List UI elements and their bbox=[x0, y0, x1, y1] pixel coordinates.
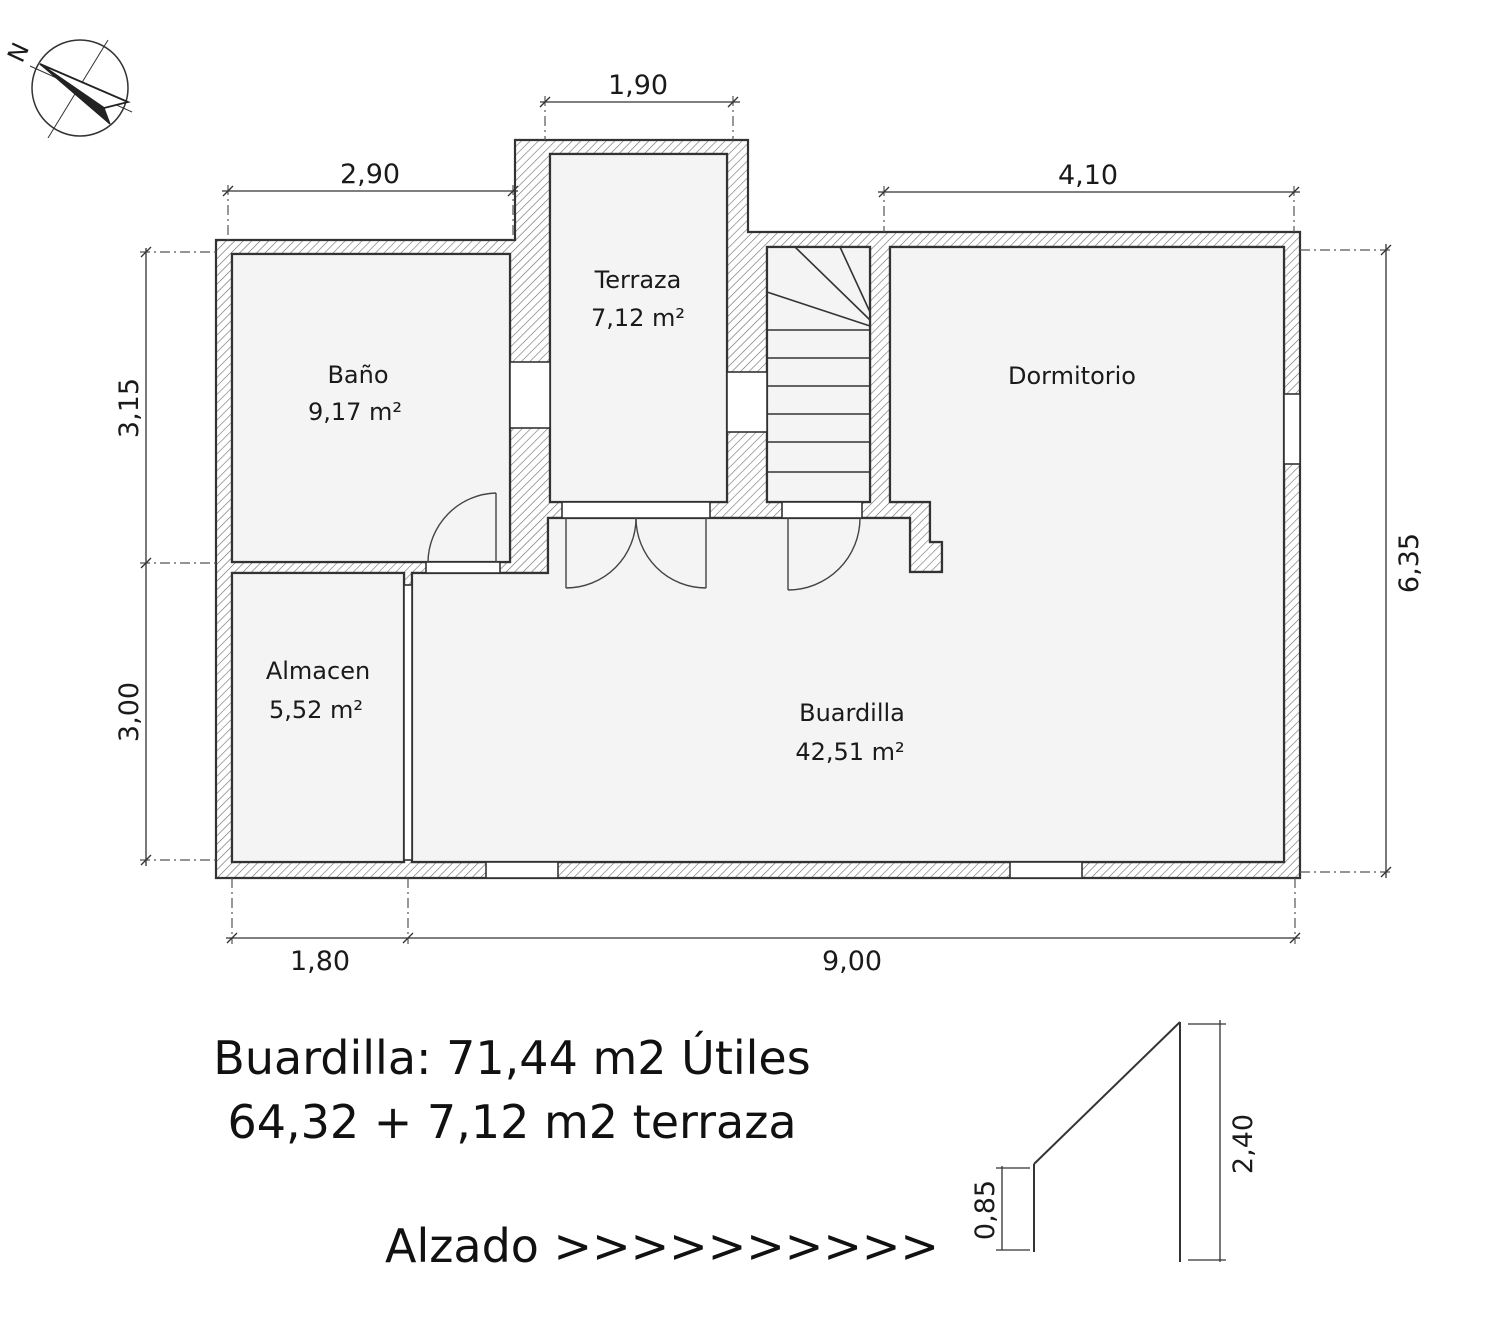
dimension-label: 3,00 bbox=[114, 682, 145, 742]
bano-room bbox=[230, 252, 512, 564]
dormitorio-name: Dormitorio bbox=[1008, 362, 1136, 390]
north-label: N bbox=[2, 38, 35, 66]
dimension-label: 1,80 bbox=[290, 946, 350, 977]
dimension-right: 6,35 bbox=[1300, 244, 1425, 878]
dimension-left: 3,15 3,00 bbox=[114, 246, 216, 866]
dimension-label: 2,90 bbox=[340, 159, 400, 190]
window-opening bbox=[485, 861, 559, 879]
terraza-area: 7,12 m² bbox=[591, 304, 685, 332]
window-opening bbox=[509, 361, 551, 429]
summary-line-2: 64,32 + 7,12 m2 terraza bbox=[227, 1095, 796, 1149]
elevation-profile: 0,85 2,40 bbox=[970, 1020, 1259, 1262]
north-arrow-icon: N bbox=[2, 38, 133, 139]
staircase bbox=[766, 246, 871, 473]
almacen-name: Almacen bbox=[266, 657, 370, 685]
bano-name: Baño bbox=[327, 361, 388, 389]
dimension-label: 3,15 bbox=[114, 378, 145, 438]
partition-wall bbox=[403, 584, 413, 861]
window-opening bbox=[726, 371, 768, 433]
summary-line-1: Buardilla: 71,44 m2 Útiles bbox=[213, 1031, 810, 1085]
window-opening bbox=[1009, 861, 1083, 879]
dimension-label: 6,35 bbox=[1394, 533, 1425, 593]
almacen-area: 5,52 m² bbox=[269, 696, 363, 724]
dimension-bottom: 1,80 9,00 bbox=[226, 878, 1301, 977]
door-bano bbox=[425, 492, 501, 574]
buardilla-name: Buardilla bbox=[799, 699, 905, 727]
buardilla-area: 42,51 m² bbox=[795, 738, 904, 766]
dimension-top-terraza: 1,90 bbox=[539, 70, 740, 140]
dimension-top-dormitorio: 4,10 bbox=[878, 160, 1300, 232]
terraza-room bbox=[548, 152, 729, 504]
door-stair bbox=[781, 501, 863, 591]
dimension-label: 4,10 bbox=[1058, 160, 1118, 191]
elevation-high-dimension: 2,40 bbox=[1228, 1114, 1259, 1174]
dimension-top-bano: 2,90 bbox=[222, 159, 519, 240]
elevation-label: Alzado >>>>>>>>>> bbox=[385, 1219, 939, 1273]
buardilla-room bbox=[410, 245, 1286, 864]
stair-room bbox=[765, 245, 872, 504]
elevation-low-dimension: 0,85 bbox=[970, 1180, 1001, 1240]
bano-area: 9,17 m² bbox=[308, 398, 402, 426]
door-terraza bbox=[561, 501, 711, 589]
dimension-label: 1,90 bbox=[608, 70, 668, 101]
terraza-name: Terraza bbox=[594, 266, 682, 294]
dimension-label: 9,00 bbox=[822, 946, 882, 977]
window-opening bbox=[1283, 393, 1301, 465]
